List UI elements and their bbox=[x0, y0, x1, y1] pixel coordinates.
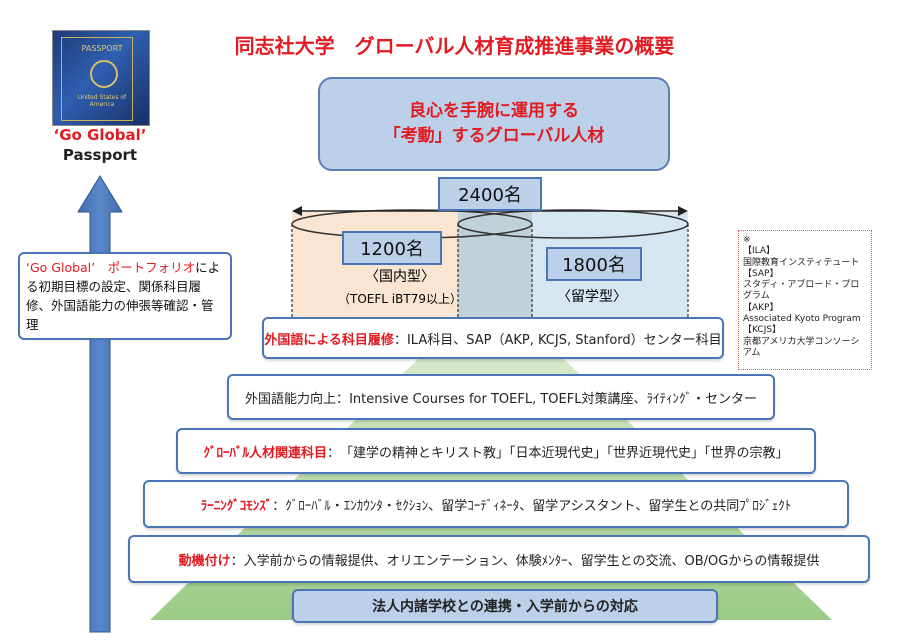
total-count-box: 2400名 bbox=[438, 177, 542, 211]
passport-caption-passport: Passport bbox=[62, 146, 138, 164]
tier-label: 外国語による科目履修 bbox=[264, 332, 394, 348]
tier-text: Intensive Courses for TOEFL, TOEFL対策講座、ﾗ… bbox=[349, 391, 757, 407]
eagle-seal-icon bbox=[90, 60, 118, 88]
tier-separator: ： bbox=[326, 445, 340, 461]
glossary-line: Associated Kyoto Program bbox=[743, 314, 861, 325]
goal-box: 良心を手腕に運用する 「考動」するグローバル人材 bbox=[318, 77, 670, 171]
domestic-count-box: 1200名 bbox=[342, 231, 442, 265]
portfolio-note: ‘Go Global’ ポートフォリオによる初期目標の設定、関係科目履修、外国語… bbox=[18, 252, 232, 340]
tier-global-courses: ｸﾞﾛｰﾊﾞﾙ人材関連科目：「建学の精神とキリスト教」「日本近現代史」「世界近現… bbox=[176, 428, 816, 474]
glossary-line: 【AKP】 bbox=[743, 302, 779, 313]
tier-language-skills: 外国語能力向上：Intensive Courses for TOEFL, TOE… bbox=[227, 374, 775, 420]
tier-separator: ： bbox=[230, 553, 244, 569]
glossary-line: 【ILA】 bbox=[743, 246, 776, 257]
goal-line2: 「考動」するグローバル人材 bbox=[383, 126, 605, 146]
portfolio-note-highlight: ‘Go Global’ ポートフォリオ bbox=[26, 260, 196, 275]
glossary-note: ※【ILA】国際教育インスティテュート【SAP】スタディ・アブロード・プログラム… bbox=[738, 230, 872, 370]
glossary-line: 【SAP】 bbox=[743, 268, 779, 279]
tier-learning-commons: ﾗｰﾆﾝｸﾞｺﾓﾝｽﾞ：ｸﾞﾛｰﾊﾞﾙ・ｴﾝｶｳﾝﾀ・ｾｸｼｮﾝ、留学ｺｰﾃﾞｨ… bbox=[143, 480, 849, 528]
portfolio-note-text: による初期目標の設定、関係科目履修、外国語能力の伸張等確認・管理 bbox=[26, 260, 221, 332]
tier-motivation: 動機付け：入学前からの情報提供、オリエンテーション、体験ﾒﾝﾀｰ、留学生との交流… bbox=[128, 535, 870, 583]
page-title: 同志社大学 グローバル人材育成推進事業の概要 bbox=[234, 34, 675, 58]
progress-arrow bbox=[77, 175, 123, 633]
tier-separator: ： bbox=[272, 498, 286, 514]
passport-cover-text: PASSPORT bbox=[81, 44, 123, 53]
cylinder-overlap bbox=[458, 212, 532, 327]
tier-text: ｸﾞﾛｰﾊﾞﾙ・ｴﾝｶｳﾝﾀ・ｾｸｼｮﾝ、留学ｺｰﾃﾞｨﾈｰﾀ、留学アシスタント… bbox=[285, 498, 792, 514]
glossary-line: スタディ・アブロード・プログラム bbox=[743, 280, 860, 302]
tier-label: 動機付け bbox=[178, 553, 231, 569]
abroad-type-label: 〈留学型〉 bbox=[557, 289, 627, 305]
glossary-line: 京都アメリカ大学コンソーシアム bbox=[743, 336, 860, 358]
glossary-line: 【KCJS】 bbox=[743, 325, 782, 336]
tier-separator: ： bbox=[336, 391, 350, 407]
tier-text: ILA科目、SAP（AKP, KCJS, Stanford）センター科目 bbox=[406, 332, 722, 348]
tier-separator: ： bbox=[393, 332, 407, 348]
passport-image: PASSPORT United States of America bbox=[52, 30, 150, 126]
glossary-line: ※ bbox=[743, 235, 751, 245]
goal-line1: 良心を手腕に運用する bbox=[409, 101, 579, 121]
abroad-count-box: 1800名 bbox=[546, 247, 642, 281]
tier-label: ｸﾞﾛｰﾊﾞﾙ人材関連科目 bbox=[203, 445, 327, 461]
glossary-line: 国際教育インスティテュート bbox=[743, 257, 860, 268]
passport-caption-go-global: ‘Go Global’ bbox=[53, 126, 147, 144]
tier-label: ﾗｰﾆﾝｸﾞｺﾓﾝｽﾞ bbox=[200, 498, 273, 514]
tier-label: 外国語能力向上 bbox=[245, 391, 337, 407]
tier-foreign-language-courses: 外国語による科目履修：ILA科目、SAP（AKP, KCJS, Stanford… bbox=[262, 317, 724, 359]
passport-cover-subtext: United States of America bbox=[77, 94, 127, 108]
domestic-requirement: （TOEFL iBT79以上） bbox=[338, 292, 462, 306]
domestic-type-label: 〈国内型〉 bbox=[365, 269, 435, 285]
tier-text: 「建学の精神とキリスト教」「日本近現代史」「世界近現代史」「世界の宗教」 bbox=[340, 445, 789, 461]
base-cooperation: 法人内諸学校との連携・入学前からの対応 bbox=[292, 589, 718, 623]
passport-cover-frame: PASSPORT United States of America bbox=[61, 37, 133, 121]
tier-text: 入学前からの情報提供、オリエンテーション、体験ﾒﾝﾀｰ、留学生との交流、OB/O… bbox=[243, 553, 820, 569]
